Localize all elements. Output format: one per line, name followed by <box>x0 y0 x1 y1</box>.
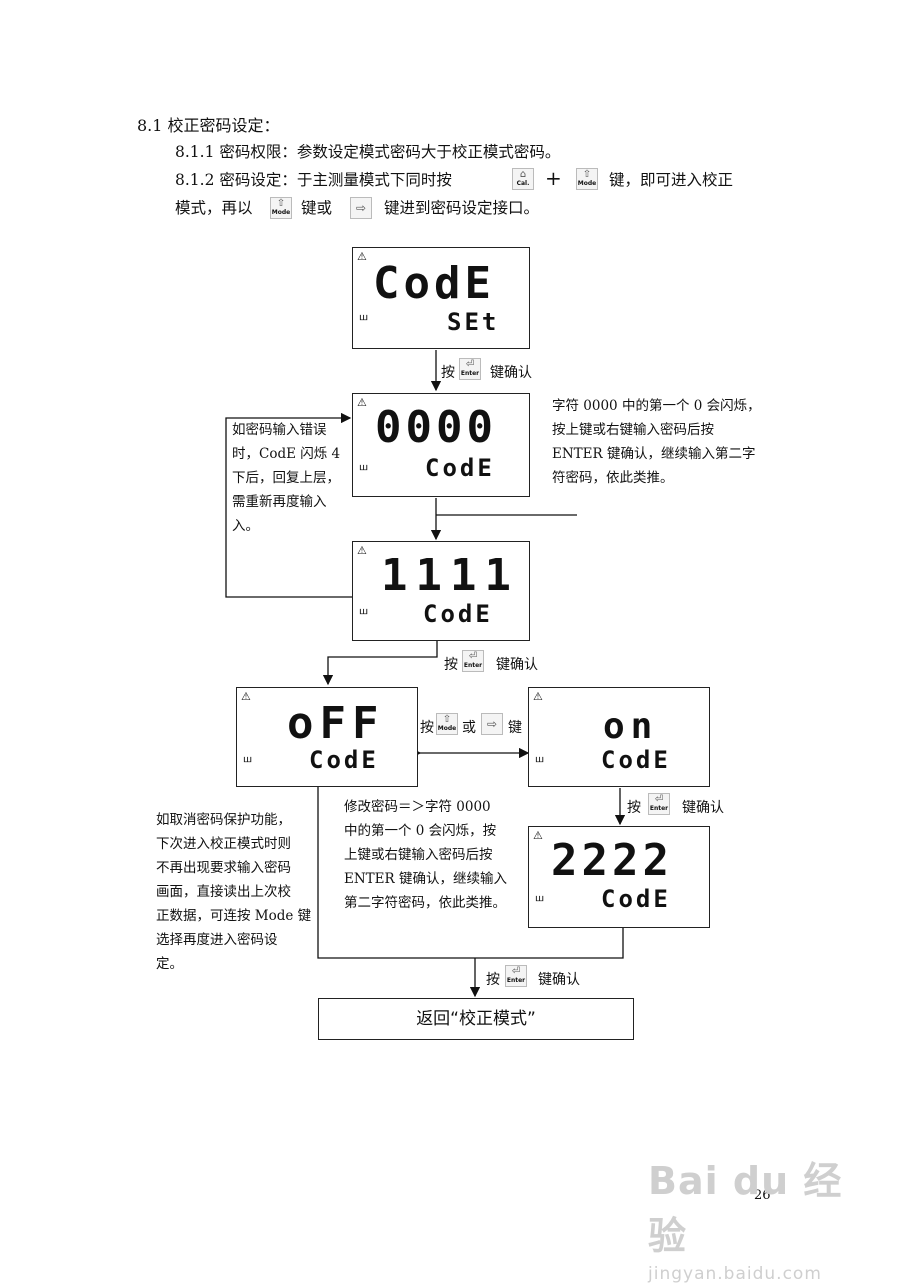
cal-key-icon: ⌂Cal. <box>512 168 534 190</box>
label-confirm: 键确认 <box>682 800 724 816</box>
label-confirm: 键确认 <box>496 657 538 673</box>
baidu-watermark: Bai du 经验 jingyan.baidu.com <box>648 1150 858 1284</box>
lcd-main-text: 1111 <box>381 550 519 601</box>
enter-key-icon: ⏎Enter <box>459 358 481 380</box>
note-change-password: 修改密码＝＞字符 0000 中的第一个 0 会闪烁，按 上键或右键输入密码后按 … <box>344 799 507 911</box>
enter-key-icon: ⏎Enter <box>462 650 484 672</box>
paragraph-mode-c: 键进到密码设定接口。 <box>384 199 540 217</box>
beaker-icon: ꟺ <box>359 606 369 617</box>
beaker-icon: ꟺ <box>359 462 369 473</box>
right-arrow-key-icon: ⇨ <box>481 713 503 735</box>
beaker-icon: ꟺ <box>535 893 545 904</box>
label-press: 按 <box>486 972 500 988</box>
paragraph-mode-a: 模式，再以 <box>175 199 253 217</box>
paragraph-setting-a: 8.1.2 密码设定：于主测量模式下同时按 <box>175 171 452 189</box>
warning-icon: ⚠ <box>533 829 543 842</box>
warning-icon: ⚠ <box>241 690 251 703</box>
note-input-password: 字符 0000 中的第一个 0 会闪烁， 按上键或右键输入密码后按 ENTER … <box>552 398 761 486</box>
enter-key-icon: ⏎Enter <box>648 793 670 815</box>
lcd-code-set: ⚠ ꟺ CodE SEt <box>352 247 530 349</box>
warning-icon: ⚠ <box>357 544 367 557</box>
note-cancel-protection: 如取消密码保护功能， 下次进入校正模式时则 不再出现要求输入密码 画面，直接读出… <box>156 812 312 972</box>
lcd-sub-text: CodE <box>425 454 495 482</box>
lcd-main-text: on <box>603 706 659 747</box>
lcd-main-text: oFF <box>287 698 385 749</box>
mode-key-icon: ⇧Mode <box>576 168 598 190</box>
return-calibration-mode-box: 返回“校正模式” <box>318 998 634 1040</box>
section-heading: 8.1 校正密码设定： <box>137 116 280 135</box>
lcd-sub-text: CodE <box>309 746 379 774</box>
lcd-on: ⚠ ꟺ on CodE <box>528 687 710 787</box>
warning-icon: ⚠ <box>357 250 367 263</box>
beaker-icon: ꟺ <box>243 754 253 765</box>
paragraph-mode-b: 键或 <box>301 199 333 217</box>
label-key: 键 <box>508 720 522 736</box>
page-number: 26 <box>754 1188 771 1203</box>
lcd-0000: ⚠ ꟺ 0000 CodE <box>352 393 530 497</box>
label-press: 按 <box>627 800 641 816</box>
beaker-icon: ꟺ <box>535 754 545 765</box>
warning-icon: ⚠ <box>357 396 367 409</box>
watermark-brand: Bai du 经验 <box>648 1159 843 1258</box>
lcd-sub-text: CodE <box>423 600 493 628</box>
lcd-main-text: 2222 <box>551 835 673 886</box>
right-arrow-key-icon: ⇨ <box>350 197 372 219</box>
lcd-1111: ⚠ ꟺ 1111 CodE <box>352 541 530 641</box>
paragraph-setting-b: 键，即可进入校正 <box>609 171 734 189</box>
label-or: 或 <box>462 720 476 736</box>
label-press: 按 <box>444 657 458 673</box>
lcd-2222: ⚠ ꟺ 2222 CodE <box>528 826 710 928</box>
paragraph-permission: 8.1.1 密码权限：参数设定模式密码大于校正模式密码。 <box>175 143 561 161</box>
mode-key-icon: ⇧Mode <box>270 197 292 219</box>
lcd-off: ⚠ ꟺ oFF CodE <box>236 687 418 787</box>
label-confirm: 键确认 <box>490 365 532 381</box>
beaker-icon: ꟺ <box>359 312 369 323</box>
watermark-url: jingyan.baidu.com <box>648 1264 822 1284</box>
note-wrong-password: 如密码输入错误 时，CodE 闪烁 4 下后，回复上层， 需重新再度输入 入。 <box>232 422 341 534</box>
label-confirm: 键确认 <box>538 972 580 988</box>
lcd-sub-text: SEt <box>447 308 500 336</box>
lcd-main-text: 0000 <box>375 402 497 453</box>
enter-key-icon: ⏎Enter <box>505 965 527 987</box>
lcd-sub-text: CodE <box>601 885 671 913</box>
mode-key-icon: ⇧Mode <box>436 713 458 735</box>
lcd-main-text: CodE <box>373 258 495 309</box>
label-press: 按 <box>420 720 434 736</box>
lcd-sub-text: CodE <box>601 746 671 774</box>
plus-sign: + <box>545 166 562 190</box>
warning-icon: ⚠ <box>533 690 543 703</box>
label-press: 按 <box>441 365 455 381</box>
